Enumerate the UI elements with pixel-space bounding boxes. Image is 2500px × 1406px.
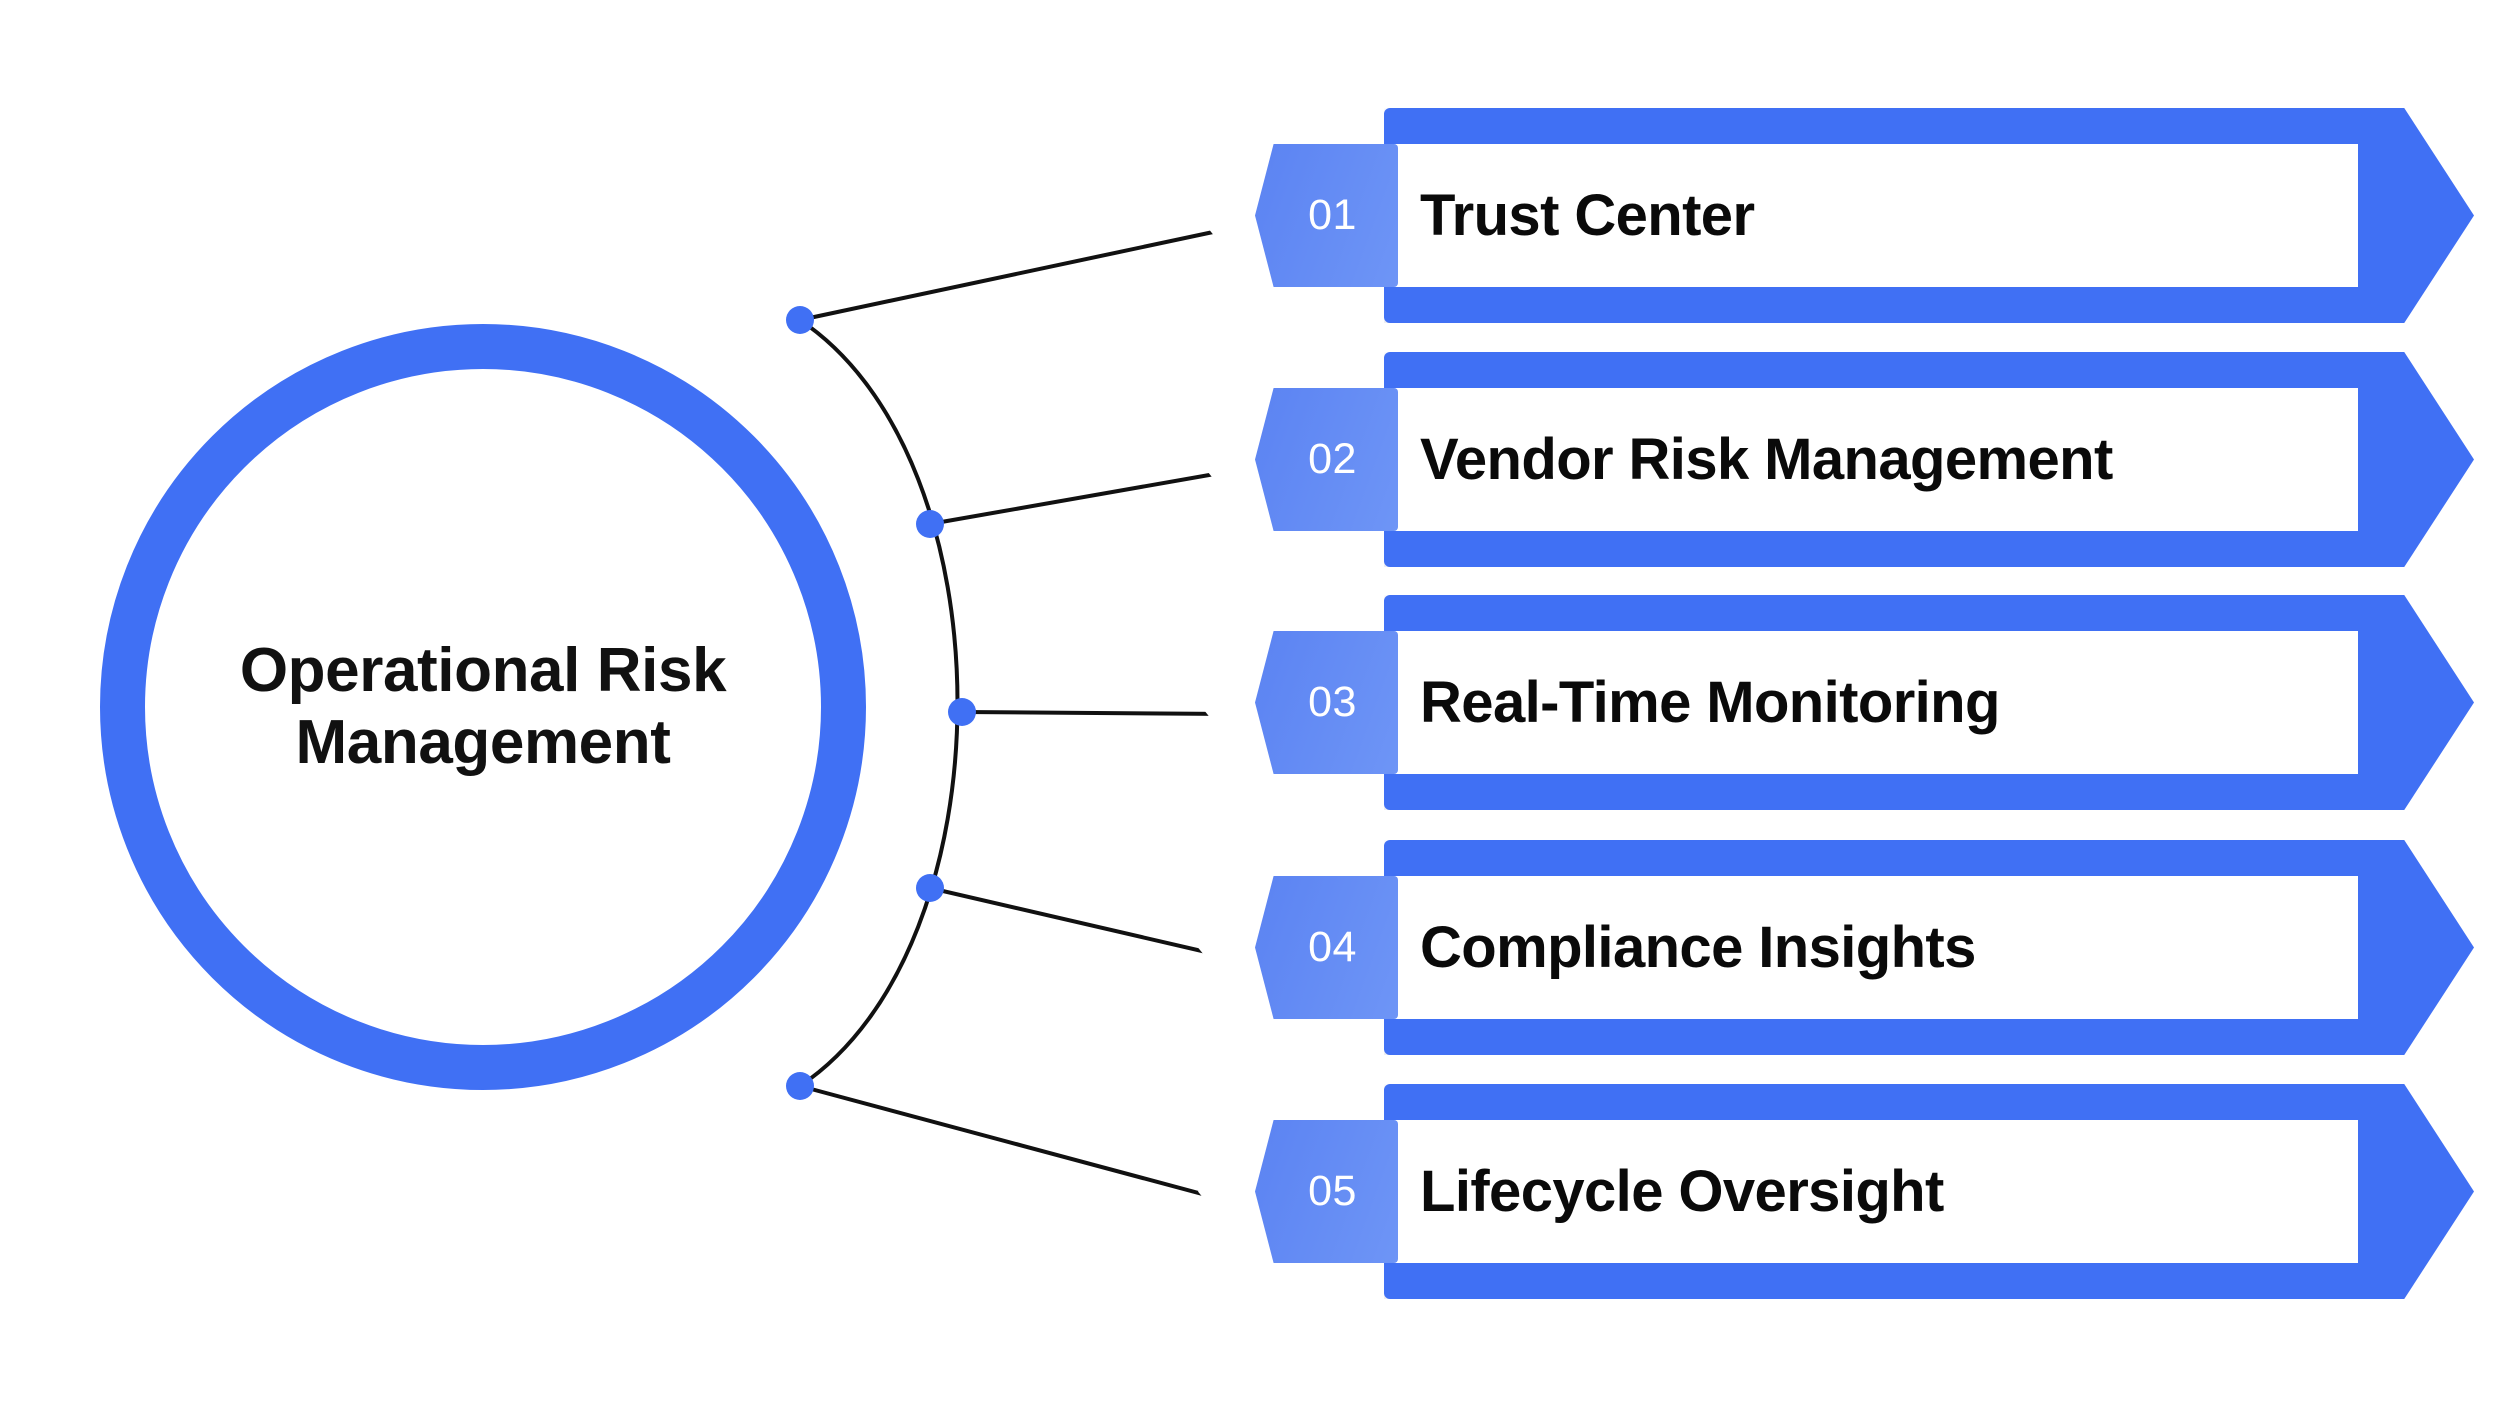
connector-dot-5 [786, 1072, 814, 1100]
banner-card-2[interactable]: 02 Vendor Risk Management [1198, 388, 2358, 531]
banner-row-5[interactable]: 05 Lifecycle Oversight [1198, 1084, 2474, 1299]
banner-label-2: Vendor Risk Management [1420, 427, 2113, 492]
central-hub-title: Operational Risk Management [239, 636, 727, 777]
banner-number-5: 05 [1308, 1167, 1357, 1215]
banner-card-3[interactable]: 03 Real-Time Monitoring [1198, 631, 2358, 774]
banner-row-4[interactable]: 04 Compliance Insights [1198, 840, 2474, 1055]
banner-number-2: 02 [1308, 435, 1357, 483]
banner-number-badge-4: 04 [1255, 876, 1398, 1019]
banner-card-5[interactable]: 05 Lifecycle Oversight [1198, 1120, 2358, 1263]
connector-dot-1 [786, 306, 814, 334]
connector-dot-2 [916, 510, 944, 538]
banner-number-1: 01 [1308, 191, 1357, 239]
banner-label-3: Real-Time Monitoring [1420, 670, 2000, 735]
leader-line-2 [929, 469, 1233, 526]
central-hub-circle: Operational Risk Management [100, 324, 866, 1090]
banner-label-1: Trust Center [1420, 183, 1755, 248]
connector-dot-3 [948, 698, 976, 726]
connector-dot-4 [916, 874, 944, 902]
banner-row-2[interactable]: 02 Vendor Risk Management [1198, 352, 2474, 567]
leader-line-4 [929, 886, 1233, 960]
banner-number-badge-1: 01 [1255, 144, 1398, 287]
leader-line-1 [799, 226, 1233, 322]
banner-number-badge-3: 03 [1255, 631, 1398, 774]
banner-label-5: Lifecycle Oversight [1420, 1159, 1944, 1224]
banner-number-3: 03 [1308, 678, 1357, 726]
banner-number-badge-2: 02 [1255, 388, 1398, 531]
banner-row-1[interactable]: 01 Trust Center [1198, 108, 2474, 323]
banner-card-1[interactable]: 01 Trust Center [1198, 144, 2358, 287]
banner-number-4: 04 [1308, 923, 1357, 971]
banner-row-3[interactable]: 03 Real-Time Monitoring [1198, 595, 2474, 810]
leader-line-5 [799, 1084, 1233, 1204]
banner-card-4[interactable]: 04 Compliance Insights [1198, 876, 2358, 1019]
banner-number-badge-5: 05 [1255, 1120, 1398, 1263]
leader-line-3 [961, 710, 1233, 716]
banner-label-4: Compliance Insights [1420, 915, 1976, 980]
